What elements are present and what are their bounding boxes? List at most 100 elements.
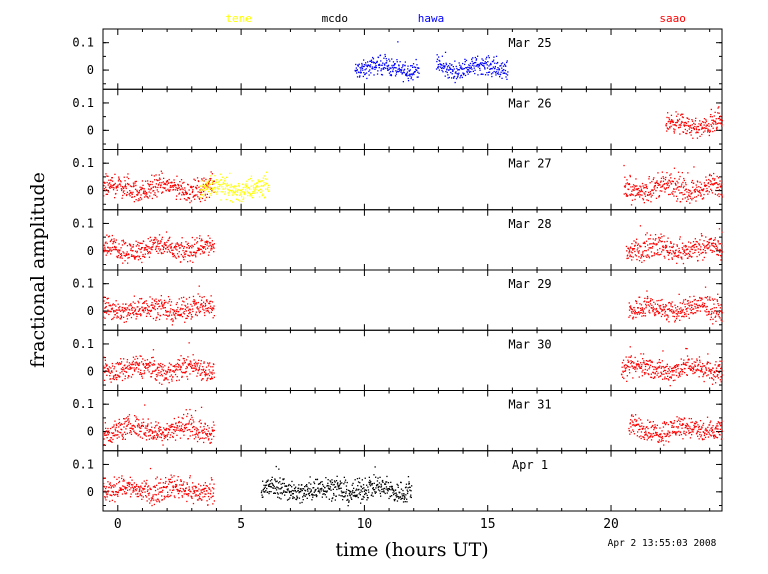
data-point bbox=[696, 186, 698, 188]
data-point bbox=[181, 237, 183, 239]
data-point bbox=[698, 254, 701, 256]
data-point bbox=[174, 316, 176, 318]
data-point bbox=[668, 435, 670, 438]
data-point bbox=[160, 433, 162, 435]
data-point bbox=[475, 61, 477, 64]
series-tene bbox=[199, 171, 270, 203]
data-point bbox=[681, 247, 683, 249]
data-point bbox=[644, 184, 646, 186]
data-point bbox=[638, 364, 641, 366]
data-point bbox=[659, 184, 661, 186]
data-point bbox=[373, 66, 375, 68]
data-point bbox=[186, 317, 188, 319]
data-point bbox=[185, 409, 187, 411]
data-point bbox=[658, 305, 660, 307]
data-point bbox=[163, 304, 165, 306]
data-point bbox=[638, 436, 640, 438]
data-point bbox=[365, 62, 367, 64]
data-point bbox=[485, 58, 487, 60]
data-point bbox=[628, 250, 630, 253]
data-point bbox=[195, 367, 197, 369]
data-point bbox=[167, 315, 169, 317]
data-point bbox=[122, 239, 124, 241]
data-point bbox=[402, 81, 404, 83]
data-point bbox=[163, 436, 166, 438]
data-point bbox=[209, 183, 212, 185]
data-point bbox=[155, 431, 157, 433]
data-point bbox=[155, 438, 157, 440]
data-point bbox=[710, 372, 712, 374]
data-point bbox=[681, 315, 683, 318]
data-point bbox=[655, 366, 657, 368]
data-point bbox=[715, 307, 717, 309]
data-point bbox=[247, 194, 249, 197]
data-point bbox=[449, 66, 451, 68]
data-point bbox=[666, 116, 668, 119]
data-point bbox=[685, 122, 688, 124]
data-point bbox=[646, 426, 648, 428]
data-point bbox=[720, 367, 722, 370]
data-point bbox=[261, 184, 263, 187]
data-point bbox=[107, 310, 109, 313]
data-point bbox=[708, 313, 710, 315]
data-point bbox=[715, 123, 717, 125]
data-point bbox=[677, 182, 679, 184]
data-point bbox=[694, 365, 697, 367]
data-point bbox=[682, 253, 684, 255]
data-point bbox=[173, 365, 175, 367]
data-point bbox=[707, 128, 709, 130]
data-point bbox=[165, 378, 168, 380]
data-point bbox=[167, 296, 170, 298]
data-point bbox=[204, 184, 206, 186]
data-point bbox=[211, 371, 213, 373]
data-point bbox=[384, 53, 386, 56]
data-point bbox=[139, 308, 141, 310]
data-point bbox=[395, 70, 397, 72]
data-point bbox=[662, 365, 664, 368]
data-point bbox=[146, 246, 149, 248]
data-point bbox=[125, 303, 127, 305]
data-point bbox=[630, 415, 633, 417]
data-point bbox=[183, 434, 185, 436]
data-point bbox=[625, 245, 628, 248]
data-point bbox=[178, 245, 180, 247]
data-point bbox=[160, 308, 162, 310]
data-point bbox=[379, 54, 382, 56]
data-point bbox=[166, 372, 168, 374]
data-point bbox=[715, 427, 717, 429]
data-point bbox=[683, 185, 685, 187]
data-point bbox=[669, 246, 671, 248]
data-point bbox=[710, 249, 712, 251]
data-point bbox=[359, 72, 362, 74]
data-point bbox=[180, 355, 182, 357]
data-point bbox=[155, 237, 157, 239]
series-saao bbox=[628, 414, 723, 446]
data-point bbox=[656, 368, 658, 370]
data-point bbox=[165, 311, 167, 313]
data-point bbox=[664, 310, 667, 312]
data-point bbox=[444, 51, 447, 53]
data-point bbox=[127, 419, 129, 421]
data-point bbox=[247, 186, 250, 189]
data-point bbox=[129, 432, 131, 434]
data-point bbox=[198, 285, 200, 287]
data-point bbox=[358, 63, 360, 65]
data-point bbox=[221, 186, 223, 188]
data-point bbox=[701, 251, 703, 254]
data-point bbox=[670, 241, 672, 243]
data-point bbox=[662, 378, 664, 380]
panel-date-label: Mar 31 bbox=[508, 398, 551, 412]
data-point bbox=[641, 308, 644, 310]
data-point bbox=[640, 245, 642, 248]
data-point bbox=[686, 308, 688, 310]
data-point bbox=[418, 72, 420, 74]
data-point bbox=[208, 179, 210, 181]
data-point bbox=[155, 319, 157, 321]
data-point bbox=[103, 311, 106, 313]
data-point bbox=[691, 181, 693, 183]
data-point bbox=[160, 185, 162, 187]
data-point bbox=[175, 369, 177, 371]
data-point bbox=[679, 238, 681, 240]
data-point bbox=[672, 190, 674, 193]
data-point bbox=[656, 424, 658, 426]
